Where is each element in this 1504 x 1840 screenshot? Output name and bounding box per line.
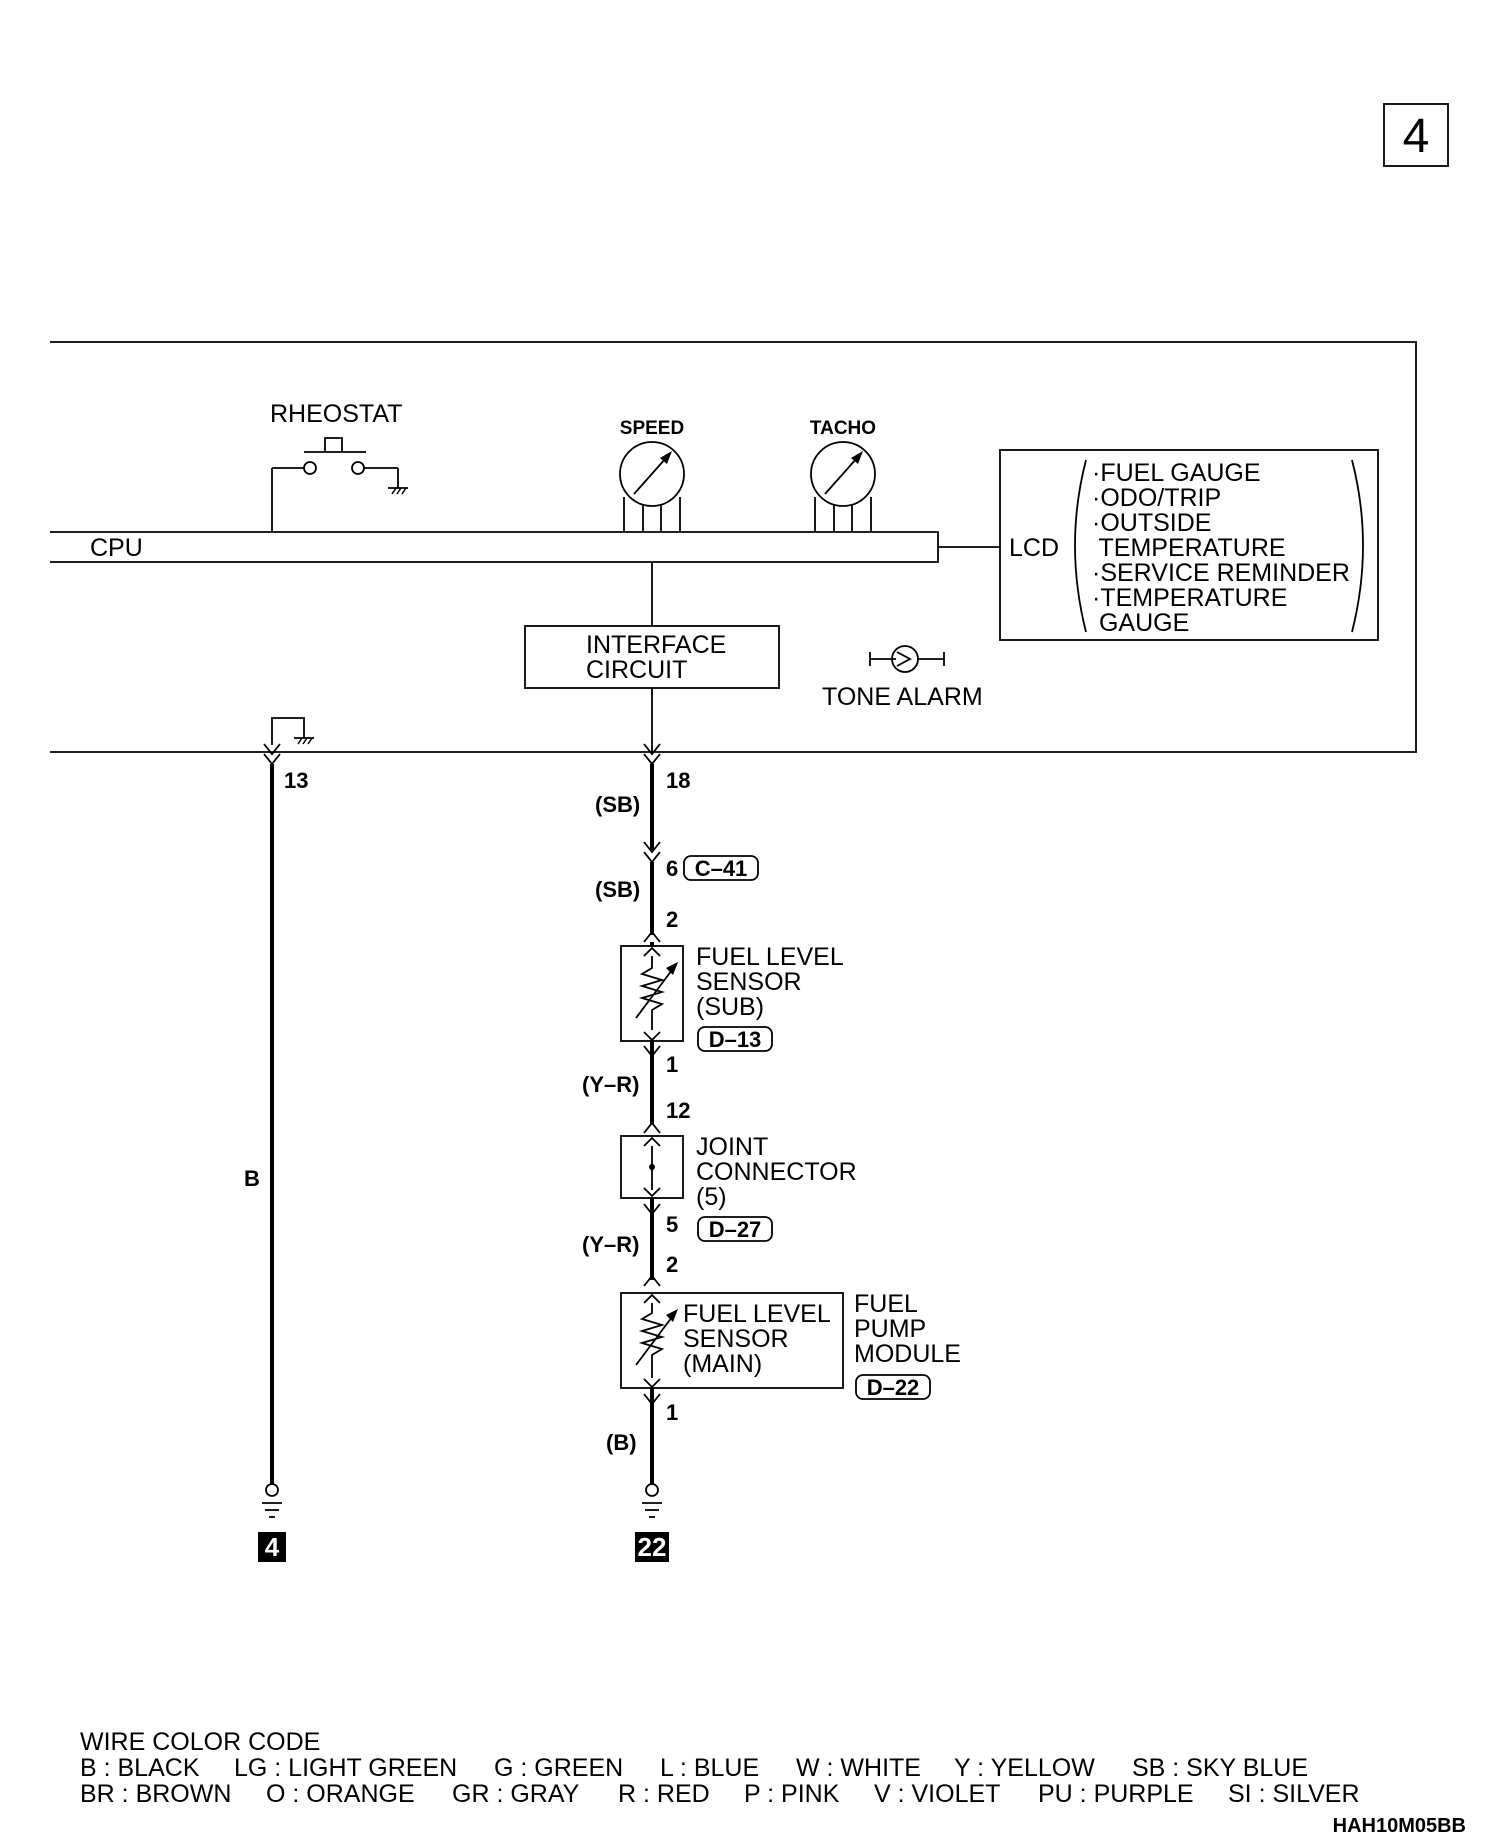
connector-d22: D–22: [867, 1375, 920, 1400]
interface-circuit-line: CIRCUIT: [586, 656, 687, 684]
lcd-item: GAUGE: [1092, 609, 1189, 637]
speed-label: SPEED: [620, 418, 684, 439]
lcd-item: ·FUEL GAUGE: [1092, 459, 1261, 487]
pin-2: 2: [666, 1252, 678, 1277]
legend-entry: O : ORANGE: [266, 1780, 415, 1808]
wire-left-b: 13 B 4: [244, 743, 308, 1562]
rheostat-label: RHEOSTAT: [270, 400, 402, 428]
interface-circuit-line: INTERFACE: [586, 631, 726, 659]
page-number-box: 4: [1383, 103, 1449, 167]
legend-entry: BR : BROWN: [80, 1780, 231, 1808]
lcd-item: ·SERVICE REMINDER: [1092, 559, 1350, 587]
fuel-sensor-sub-line: (SUB): [696, 993, 764, 1021]
interface-circuit: INTERFACE CIRCUIT: [524, 562, 780, 752]
tone-alarm: TONE ALARM: [822, 645, 983, 711]
legend-title: WIRE COLOR CODE: [80, 1728, 320, 1756]
lcd-item: ·ODO/TRIP: [1092, 484, 1221, 512]
fuel-sensor-sub-line: FUEL LEVEL: [696, 943, 844, 971]
tacho-meter: TACHO: [810, 418, 876, 532]
fuel-pump-module-line: MODULE: [854, 1340, 961, 1368]
internal-ground: [271, 717, 314, 745]
legend-entry: V : VIOLET: [874, 1780, 1000, 1808]
legend-entry: G : GREEN: [494, 1754, 623, 1782]
fuel-sensor-main-line: (MAIN): [683, 1350, 762, 1378]
ground-label-right: 22: [638, 1532, 667, 1562]
wire-color-yr: (Y–R): [582, 1072, 639, 1097]
tacho-label: TACHO: [810, 418, 876, 439]
combination-meter-outline: [50, 341, 1417, 753]
lcd-block: LCD ·FUEL GAUGE ·ODO/TRIP ·OUTSIDE TEMPE…: [938, 449, 1379, 641]
pin-1: 1: [666, 1400, 678, 1425]
pin-2: 2: [666, 907, 678, 932]
cpu-block: CPU: [50, 531, 939, 563]
pin-6: 6: [666, 856, 678, 881]
page-number: 4: [1403, 110, 1430, 163]
connector-d27: D–27: [709, 1217, 762, 1242]
joint-connector-line: (5): [696, 1183, 727, 1211]
joint-connector-line: CONNECTOR: [696, 1158, 857, 1186]
pin-12: 12: [666, 1098, 690, 1123]
legend-entry: LG : LIGHT GREEN: [234, 1754, 457, 1782]
lcd-item: ·TEMPERATURE: [1092, 584, 1287, 612]
legend-entry: SB : SKY BLUE: [1132, 1754, 1308, 1782]
joint-connector-line: JOINT: [696, 1133, 768, 1161]
lcd-item: ·OUTSIDE: [1092, 509, 1211, 537]
cpu-label: CPU: [90, 534, 143, 562]
legend-entry: GR : GRAY: [452, 1780, 580, 1808]
connector-d13: D–13: [709, 1027, 762, 1052]
legend-entry: Y : YELLOW: [954, 1754, 1095, 1782]
wire-color-sb: (SB): [595, 877, 640, 902]
legend-entry: PU : PURPLE: [1038, 1780, 1194, 1808]
fuel-sensor-sub-line: SENSOR: [696, 968, 802, 996]
lcd-label: LCD: [1009, 534, 1059, 562]
pin-13: 13: [284, 768, 308, 793]
rheostat-switch: RHEOSTAT: [270, 400, 408, 532]
ground-label-left: 4: [265, 1532, 280, 1562]
pin-18: 18: [666, 768, 690, 793]
legend-entry: R : RED: [618, 1780, 710, 1808]
wire-color-legend: WIRE COLOR CODE B : BLACK LG : LIGHT GRE…: [80, 1728, 1360, 1808]
wire-color-yr: (Y–R): [582, 1232, 639, 1257]
legend-entry: P : PINK: [744, 1780, 840, 1808]
figure-code: HAH10M05BB: [1333, 1815, 1466, 1837]
fuel-sensor-main-line: SENSOR: [683, 1325, 789, 1353]
legend-entry: W : WHITE: [796, 1754, 921, 1782]
wire-right-chain: 18 (SB) 6 C–41 (SB) 2 FUEL LEVEL SENSOR …: [582, 743, 961, 1562]
wire-color-sb: (SB): [595, 792, 640, 817]
legend-entry: B : BLACK: [80, 1754, 200, 1782]
fuel-pump-module-line: PUMP: [854, 1315, 926, 1343]
pin-5: 5: [666, 1212, 678, 1237]
connector-c41: C–41: [695, 856, 748, 881]
speed-meter: SPEED: [619, 418, 685, 532]
fuel-sensor-main-line: FUEL LEVEL: [683, 1300, 831, 1328]
pin-1: 1: [666, 1052, 678, 1077]
fuel-pump-module-line: FUEL: [854, 1290, 918, 1318]
legend-entry: SI : SILVER: [1228, 1780, 1360, 1808]
tone-alarm-label: TONE ALARM: [822, 683, 983, 711]
wire-color-b-paren: (B): [606, 1430, 637, 1455]
lcd-item: TEMPERATURE: [1092, 534, 1286, 562]
wire-color-b: B: [244, 1166, 260, 1191]
legend-entry: L : BLUE: [660, 1754, 759, 1782]
